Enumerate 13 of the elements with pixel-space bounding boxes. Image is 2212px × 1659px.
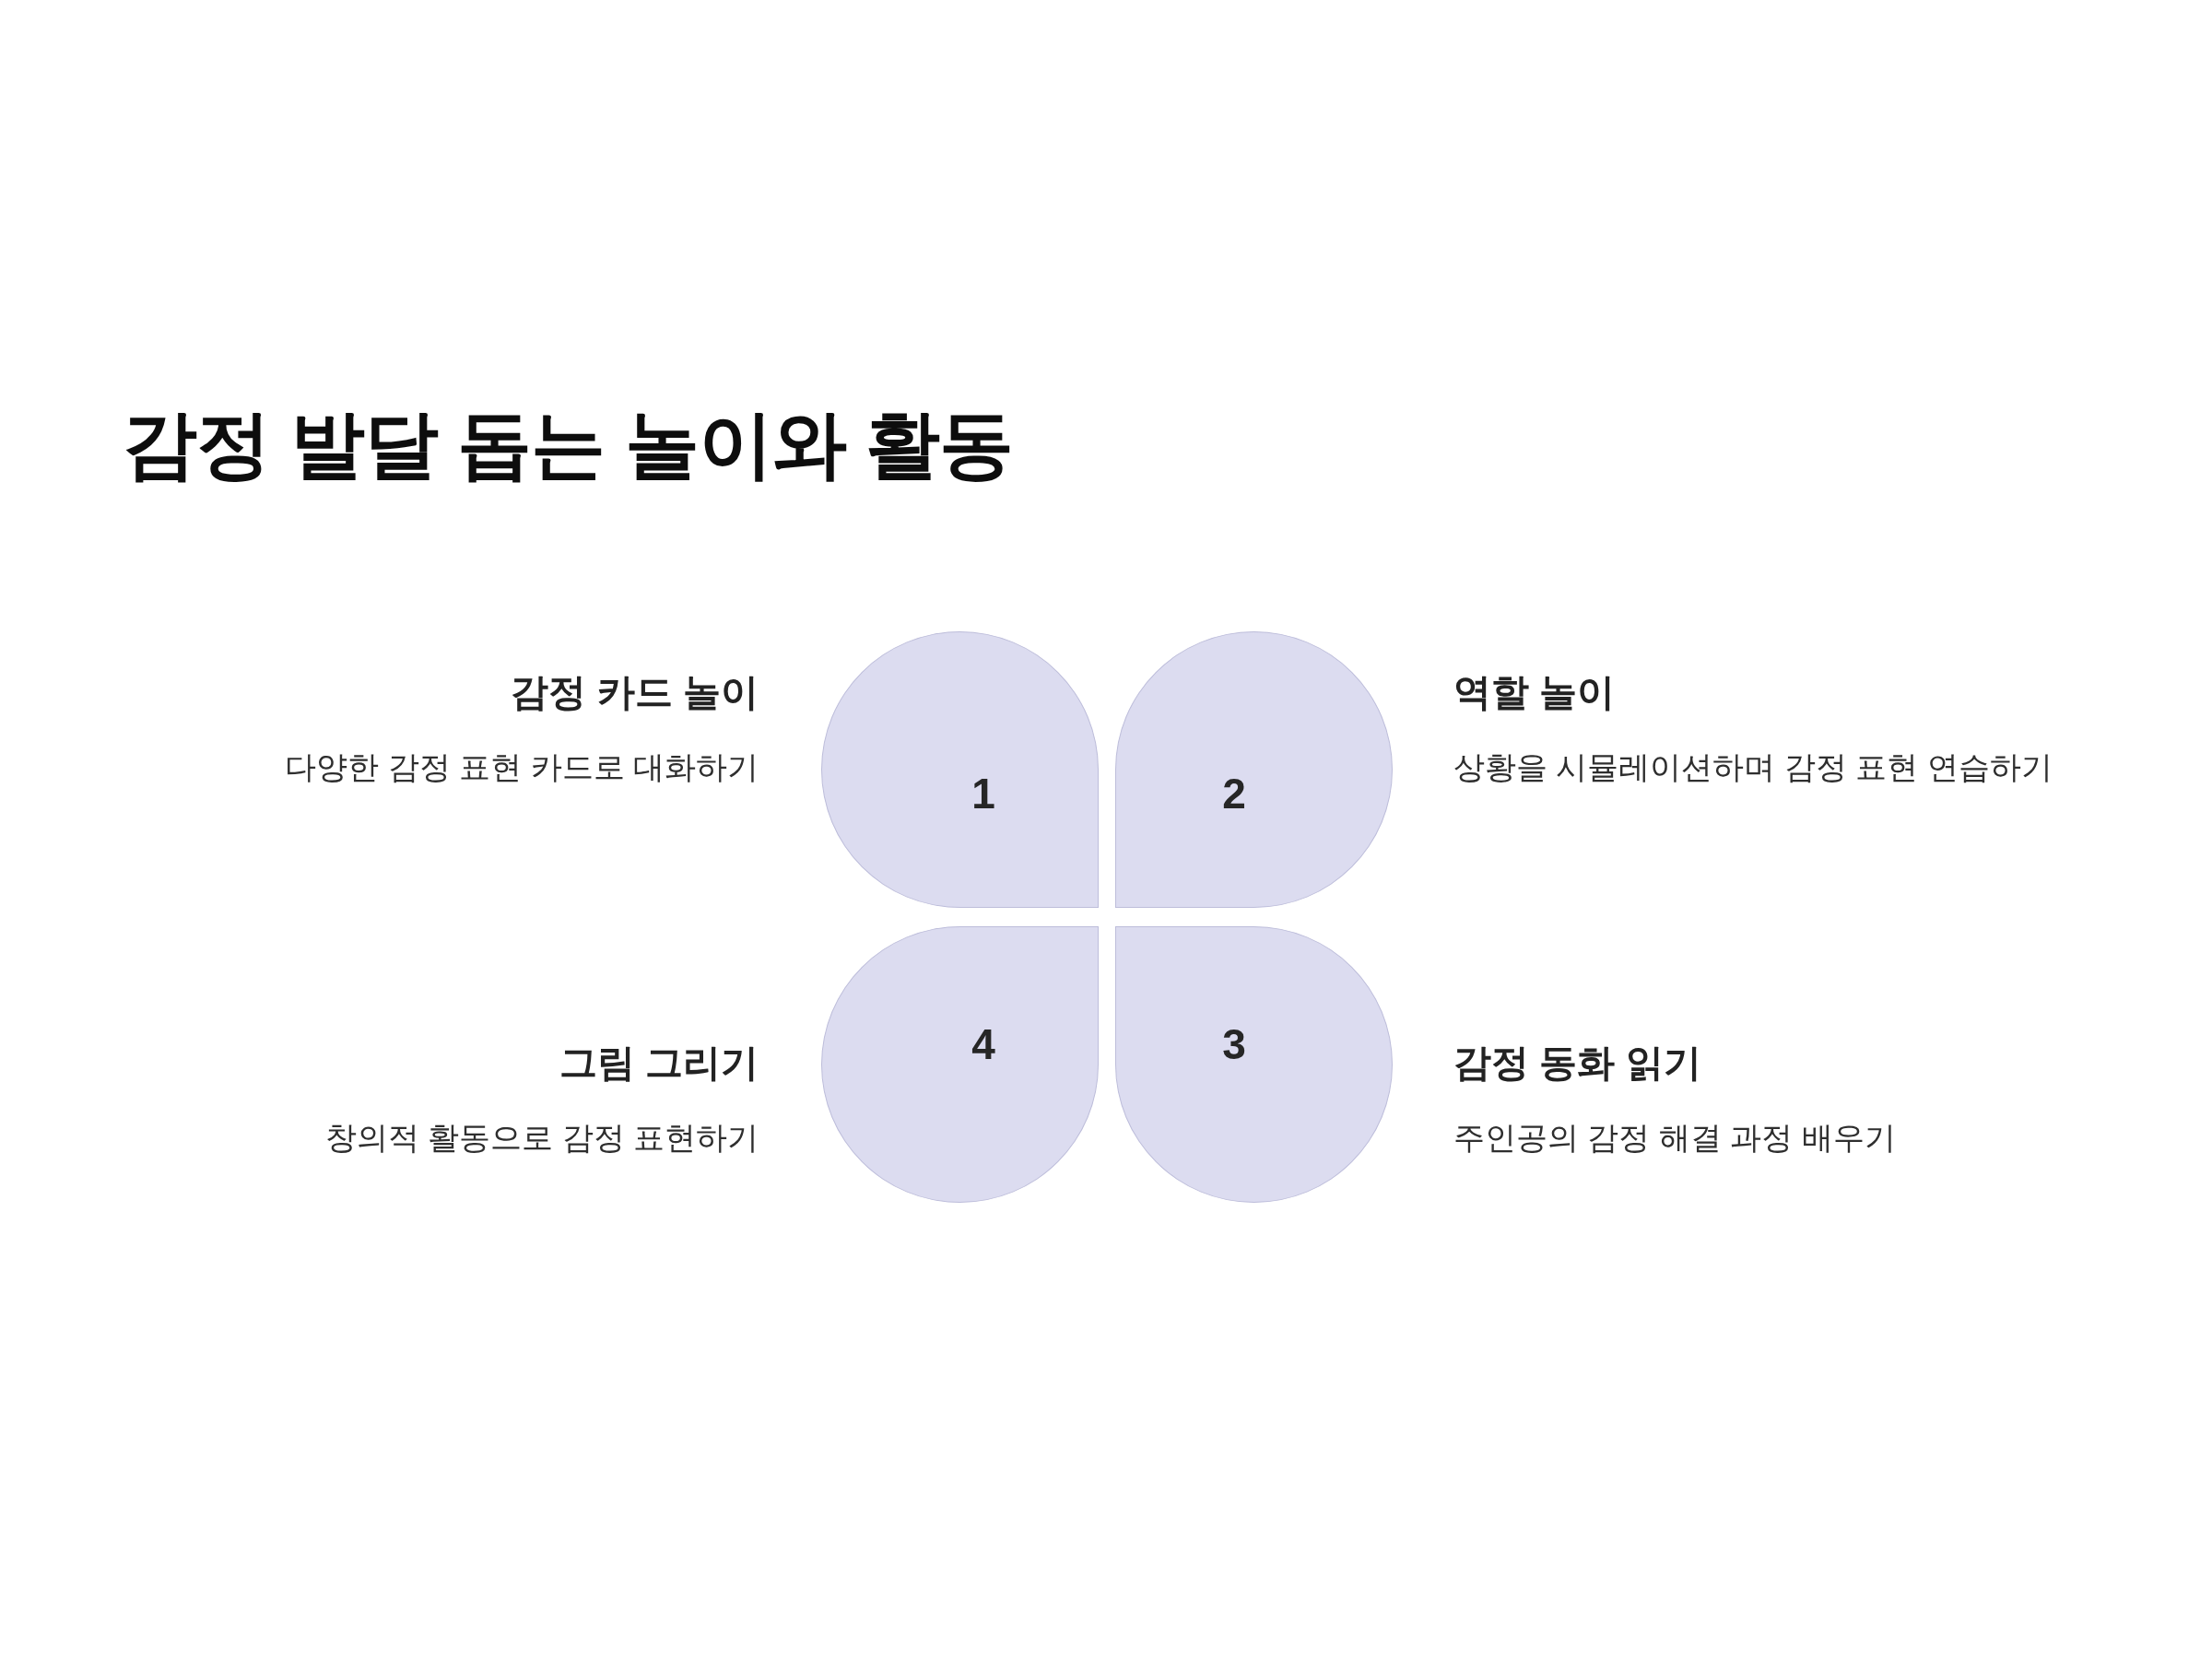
petal-number: 2 [1222,770,1246,818]
page-title: 감정 발달 돕는 놀이와 활동 [123,402,1014,488]
petal-number: 3 [1222,1020,1246,1068]
activity-heading: 역할 놀이 [1453,670,1616,715]
activity-description: 주인공의 감정 해결 과정 배우기 [1453,1119,1896,1157]
petal-number: 4 [971,1020,995,1068]
activity-description: 창의적 활동으로 감정 표현하기 [324,1119,759,1157]
activity-description: 상황을 시뮬레이션하며 감정 표현 연습하기 [1453,748,2053,786]
activity-description: 다양한 감정 표현 카드로 대화하기 [285,748,759,786]
petal-number: 1 [971,770,995,818]
activity-heading: 그림 그리기 [559,1041,759,1086]
activity-heading: 감정 동화 읽기 [1453,1041,1701,1086]
activity-heading: 감정 카드 놀이 [511,670,759,715]
